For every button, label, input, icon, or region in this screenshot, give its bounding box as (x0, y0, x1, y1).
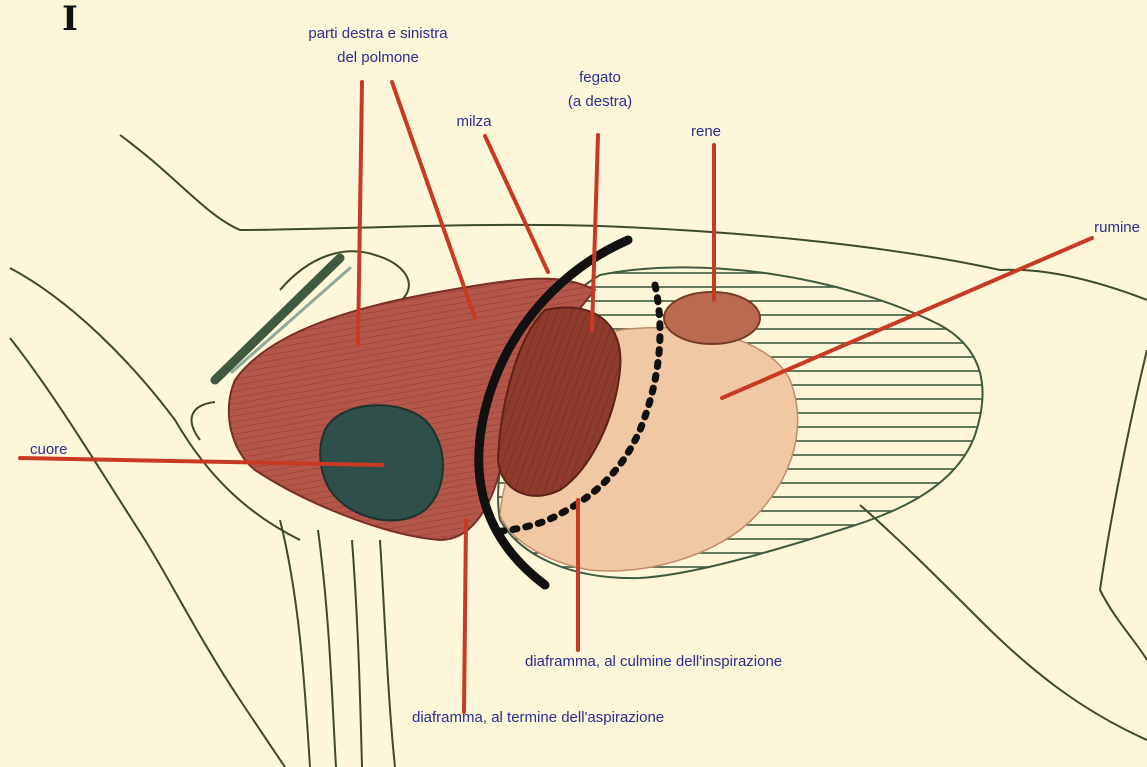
label-liver-line1: fegato (579, 69, 621, 86)
label-rumen: rumine (1094, 219, 1140, 236)
label-lungs-line1: parti destra e sinistra (308, 25, 448, 42)
label-liver-line2: (a destra) (568, 93, 632, 110)
label-spleen: milza (456, 113, 492, 130)
label-kidney: rene (691, 123, 721, 140)
label-lungs-line2: del polmone (337, 49, 419, 66)
label-diaphragm-peak: diaframma, al culmine dell'inspirazione (525, 653, 782, 670)
label-diaphragm-end: diaframma, al termine dell'aspirazione (412, 709, 664, 726)
leader-diaphragm-end (464, 520, 466, 712)
figure-number: I (62, 0, 78, 39)
label-heart: cuore (30, 441, 68, 458)
